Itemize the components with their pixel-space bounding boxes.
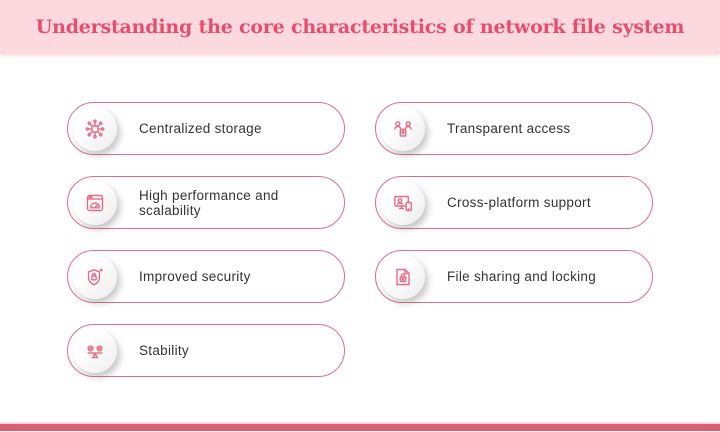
stability-balance-icon <box>73 328 117 373</box>
file-lock-icon <box>381 254 425 299</box>
feature-pill-centralized-storage: Centralized storage <box>67 102 345 155</box>
security-shield-lock-icon <box>73 254 117 299</box>
feature-pill-stability: Stability <box>67 324 345 377</box>
pill-label: Transparent access <box>447 121 571 136</box>
cross-platform-icon <box>381 180 425 225</box>
feature-pill-transparent-access: Transparent access <box>375 102 653 155</box>
pill-label: Stability <box>139 343 189 358</box>
feature-pill-file-sharing-locking: File sharing and locking <box>375 250 653 303</box>
feature-pill-high-performance: High performance and scalability <box>67 176 345 229</box>
feature-pill-improved-security: Improved security <box>67 250 345 303</box>
feature-pill-cross-platform: Cross-platform support <box>375 176 653 229</box>
pill-label: High performance and scalability <box>139 187 279 218</box>
performance-gauge-icon <box>73 180 117 225</box>
pill-label: File sharing and locking <box>447 269 597 284</box>
pill-label: Improved security <box>139 269 251 284</box>
page-title: Understanding the core characteristics o… <box>35 16 685 38</box>
left-column: Centralized storage High performance and… <box>67 102 345 377</box>
centralized-storage-icon <box>73 106 117 151</box>
pill-label: Centralized storage <box>139 121 262 136</box>
transparent-access-icon <box>381 106 425 151</box>
footer-accent-bar <box>0 424 720 431</box>
header-band: Understanding the core characteristics o… <box>0 0 720 54</box>
feature-grid: Centralized storage High performance and… <box>0 54 720 377</box>
right-column: Transparent access Cross-platform suppor… <box>375 102 653 377</box>
pill-label: Cross-platform support <box>447 195 591 210</box>
